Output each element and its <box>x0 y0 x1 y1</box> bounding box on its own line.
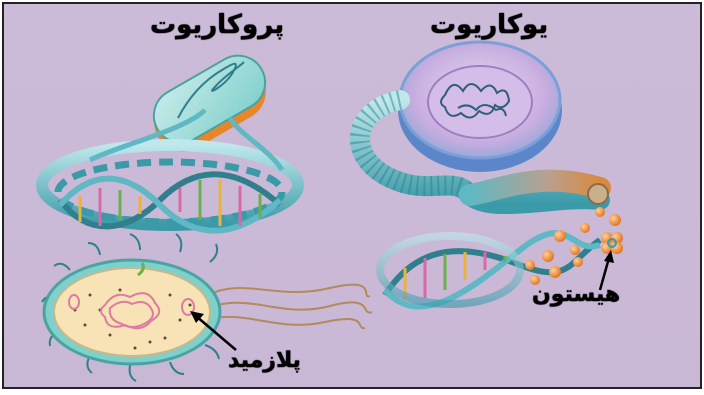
eukaryote-nucleus-icon <box>398 42 562 172</box>
prokaryote-label: پروکاریوت <box>150 10 284 40</box>
plasmid-label: پلازمید <box>228 348 301 373</box>
eukaryote-label: یوکاریوت <box>430 10 548 40</box>
histone-label: هیستون <box>532 282 620 307</box>
